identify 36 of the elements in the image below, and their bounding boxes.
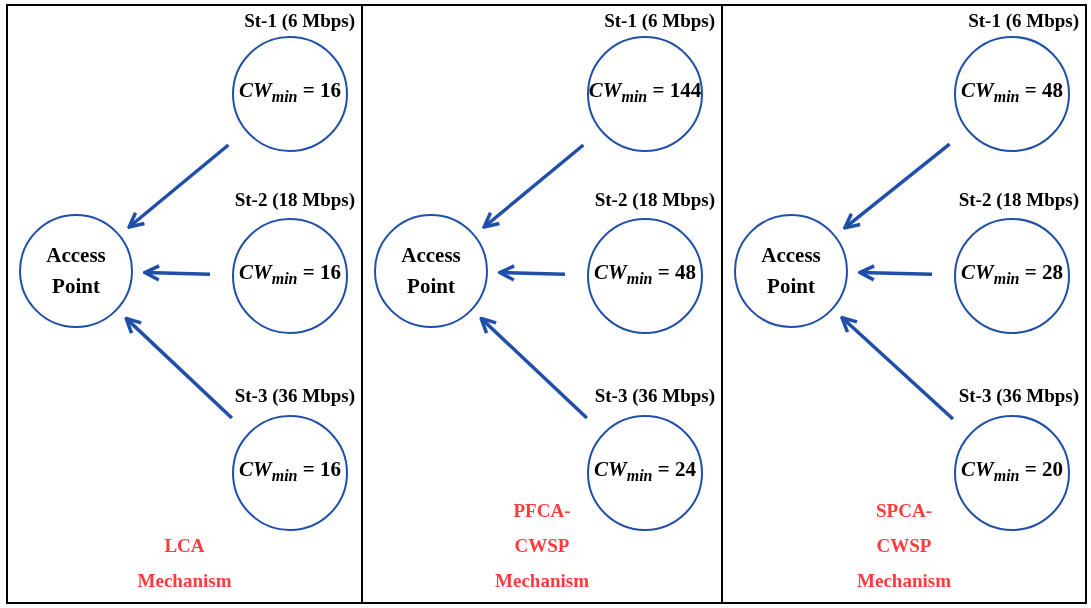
panel <box>6 4 363 604</box>
station-label: St-2 (18 Mbps) <box>594 189 715 211</box>
station-label: St-2 (18 Mbps) <box>958 189 1079 211</box>
node-label: Access Point <box>400 242 462 300</box>
cw-min-value: CW$_{min}$ = 48 <box>594 259 696 290</box>
cw-min-value: CW$_{min}$ = 28 <box>961 259 1063 290</box>
arrow <box>482 143 585 229</box>
station-label: St-3 (36 Mbps) <box>594 385 715 407</box>
panel-title: LCA Mechanism <box>137 534 232 593</box>
cw-min-value: CW$_{min}$ = 24 <box>594 456 696 487</box>
panel <box>361 4 723 604</box>
cw-min-value: CW$_{min}$ = 16 <box>239 77 341 108</box>
cw-min-value: CW$_{min}$ = 16 <box>239 259 341 290</box>
panel-title: PFCA-CWSP Mechanism <box>495 499 589 593</box>
arrow <box>143 264 211 282</box>
station-label: St-3 (36 Mbps) <box>958 385 1079 407</box>
arrow <box>498 264 566 282</box>
panel-title: SPCA-CWSP Mechanism <box>857 499 951 593</box>
cw-min-value: CW$_{min}$ = 48 <box>961 77 1063 108</box>
station-label: St-1 (6 Mbps) <box>604 10 715 32</box>
arrow <box>840 315 955 421</box>
panel <box>721 4 1087 604</box>
node-label: Access Point <box>45 242 107 300</box>
cw-min-value: CW$_{min}$ = 20 <box>961 456 1063 487</box>
arrow <box>479 316 589 420</box>
arrow <box>843 142 951 230</box>
station-label: St-2 (18 Mbps) <box>234 189 355 211</box>
cw-min-value: CW$_{min}$ = 16 <box>239 456 341 487</box>
station-label: St-1 (6 Mbps) <box>244 10 355 32</box>
station-label: St-1 (6 Mbps) <box>968 10 1079 32</box>
arrow <box>858 264 933 282</box>
arrow <box>127 143 230 229</box>
arrow <box>124 316 234 420</box>
station-label: St-3 (36 Mbps) <box>234 385 355 407</box>
cw-min-value: CW$_{min}$ = 144 <box>588 77 702 108</box>
node-label: Access Point <box>760 242 822 300</box>
